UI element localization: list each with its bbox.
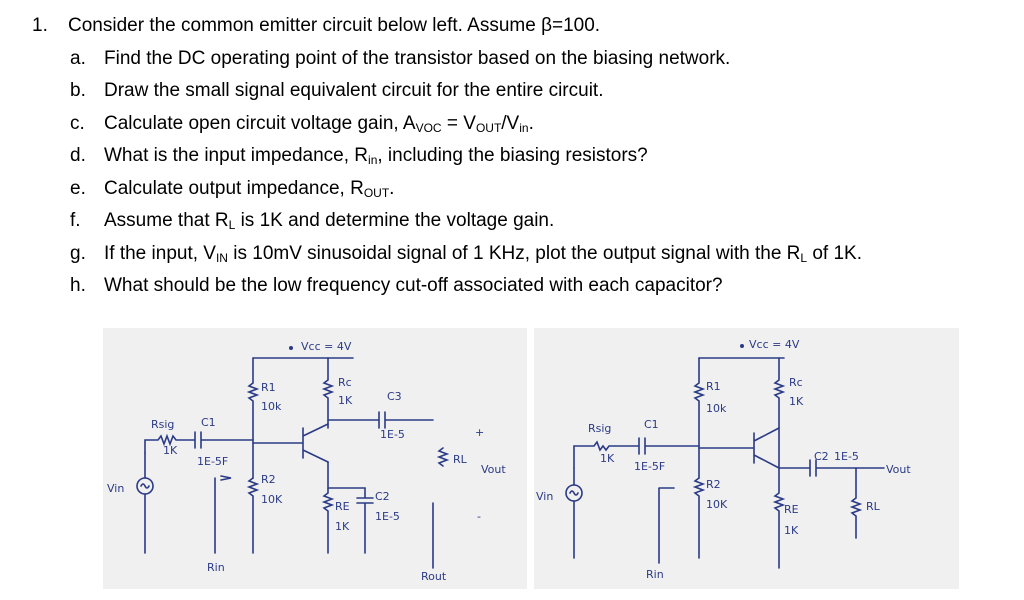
- circuit-diagram-right: Vcc = 4V R1 10k R2 10K Rc 1K C2 1E-5 RL …: [536, 338, 911, 581]
- vout-label: Vout: [886, 463, 911, 476]
- r2-value: 10K: [261, 493, 283, 506]
- c1-value: 1E-5F: [634, 460, 665, 473]
- re-label: RE: [784, 503, 799, 516]
- part-c: c. Calculate open circuit voltage gain, …: [70, 112, 534, 135]
- rout-label: Rout: [421, 570, 447, 583]
- r1-value: 10k: [261, 400, 282, 413]
- circuit-photo-right: Vcc = 4V R1 10k R2 10K Rc 1K C2 1E-5 RL …: [534, 328, 959, 589]
- c2-value: 1E-5: [375, 510, 400, 523]
- rl-label: RL: [866, 500, 881, 513]
- vin-label: Vin: [107, 482, 124, 495]
- rin-label: Rin: [646, 568, 664, 581]
- rc-value: 1K: [789, 395, 804, 408]
- circuit-diagram-left: Vcc = 4V R1 10k R2 10K Rc 1K C3 1E-5 RE …: [107, 340, 506, 583]
- rc-label: Rc: [338, 376, 352, 389]
- c1-value: 1E-5F: [197, 455, 228, 468]
- re-value: 1K: [784, 524, 799, 537]
- r1-label: R1: [706, 380, 721, 393]
- stem-text: Consider the common emitter circuit belo…: [68, 15, 542, 36]
- r1-label: R1: [261, 381, 276, 394]
- part-d: d. What is the input impedance, Rin, inc…: [70, 145, 648, 167]
- part-h: h. What should be the low frequency cut-…: [70, 275, 723, 296]
- part-f: f. Assume that RL is 1K and determine th…: [70, 210, 555, 232]
- vcc-label: Vcc = 4V: [749, 338, 800, 351]
- c1-label: C1: [644, 418, 659, 431]
- r2-label: R2: [706, 478, 721, 491]
- rl-label: RL: [453, 453, 468, 466]
- r1-value: 10k: [706, 402, 727, 415]
- part-g: g. If the input, VIN is 10mV sinusoidal …: [70, 242, 862, 265]
- c2-value: 1E-5: [834, 450, 859, 463]
- question-stem: 1. Consider the common emitter circuit b…: [32, 10, 992, 43]
- minus-sign: -: [477, 510, 481, 523]
- plus-sign: +: [475, 426, 484, 439]
- rsig-value: 1K: [163, 444, 178, 457]
- rc-value: 1K: [338, 394, 353, 407]
- re-label: RE: [335, 500, 350, 513]
- beta-value: β=100.: [541, 15, 601, 36]
- rin-label: Rin: [207, 561, 225, 574]
- vout-label: Vout: [481, 463, 506, 476]
- c3-label: C3: [387, 390, 402, 403]
- c2-label: C2: [814, 450, 829, 463]
- re-value: 1K: [335, 520, 350, 533]
- c1-label: C1: [201, 416, 216, 429]
- question-number: 1.: [32, 15, 48, 36]
- part-e: e. Calculate output impedance, ROUT.: [70, 177, 395, 200]
- rsig-label: Rsig: [151, 418, 174, 431]
- c3-value: 1E-5: [380, 428, 405, 441]
- rc-label: Rc: [789, 376, 803, 389]
- part-a: a. Find the DC operating point of the tr…: [70, 47, 731, 69]
- question-block: 1. Consider the common emitter circuit b…: [32, 10, 992, 303]
- rsig-label: Rsig: [588, 422, 611, 435]
- rsig-value: 1K: [600, 452, 615, 465]
- r2-value: 10K: [706, 498, 728, 511]
- part-b: b. Draw the small signal equivalent circ…: [70, 80, 604, 101]
- r2-label: R2: [261, 473, 276, 486]
- vin-label: Vin: [536, 490, 553, 503]
- circuit-photo-left: Vcc = 4V R1 10k R2 10K Rc 1K C3 1E-5 RE …: [103, 328, 527, 589]
- vcc-label: Vcc = 4V: [301, 340, 352, 353]
- c2-label: C2: [375, 490, 390, 503]
